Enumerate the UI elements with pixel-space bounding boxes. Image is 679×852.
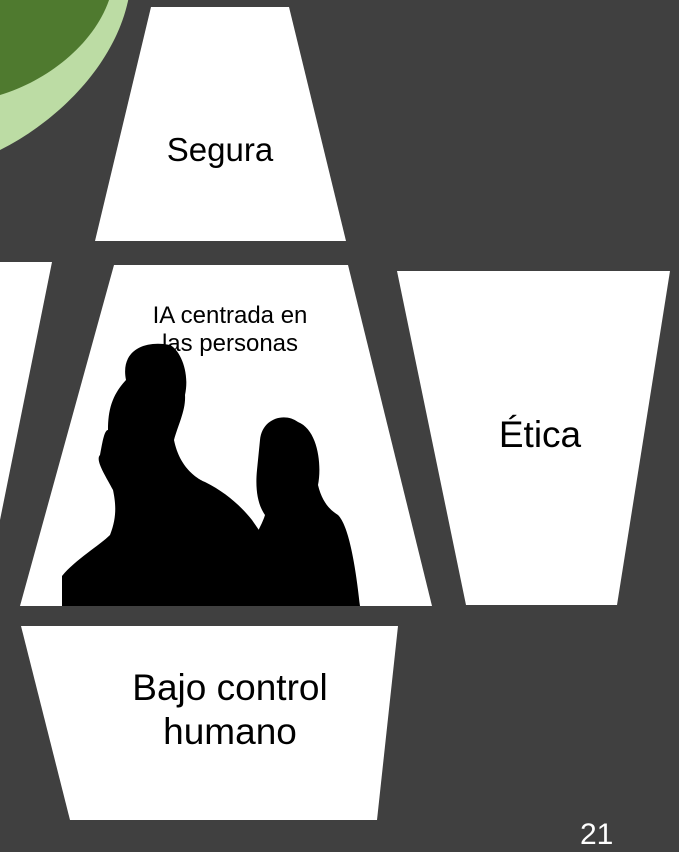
bajo-control-line2: humano [163, 711, 297, 752]
bajo-control-label: Bajo control humano [90, 655, 370, 765]
people-silhouette-icon [62, 343, 360, 606]
green-circle-icon [0, 0, 129, 150]
etica-label: Ética [440, 405, 640, 465]
bajo-control-shape [21, 626, 398, 820]
center-label-line2: las personas [161, 330, 299, 357]
slide-number: 21 [580, 818, 614, 851]
left-shape [0, 262, 52, 520]
segura-text: Segura [166, 130, 274, 168]
etica-shape [397, 271, 670, 605]
center-label-line1: IA centrada en [152, 301, 308, 329]
center-label: IA centrada en las personas [110, 290, 350, 370]
bajo-control-line1: Bajo control [132, 667, 328, 709]
etica-text: Ética [498, 414, 582, 456]
segura-label: Segura [120, 120, 320, 180]
segura-shape [95, 7, 346, 241]
